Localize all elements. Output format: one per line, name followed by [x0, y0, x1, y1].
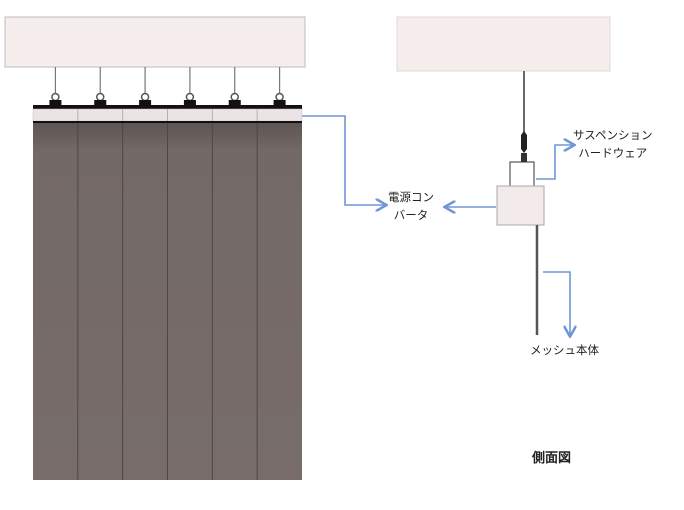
side-view	[396, 16, 611, 335]
eyelet-icon	[140, 92, 150, 102]
bottom-bar	[33, 121, 302, 124]
hook-icon	[521, 131, 527, 153]
hanger-bracket	[49, 100, 62, 106]
label-line: 電源コン	[388, 190, 434, 204]
suspension-arrow	[536, 145, 573, 180]
label-line: サスペンション	[573, 128, 653, 142]
eyelet-icon	[230, 92, 239, 102]
ceiling-mount-side	[396, 16, 611, 72]
top-bar	[33, 105, 302, 109]
eyelet-icon	[275, 92, 284, 102]
eyelet-icon	[96, 92, 105, 102]
eyelet-icon	[185, 92, 195, 102]
suspension-hardware	[509, 161, 535, 187]
mesh-body-label: メッシュ本体	[530, 343, 599, 357]
hanger-bracket	[183, 100, 196, 106]
power-converter-label: 電源コン バータ	[388, 188, 434, 224]
label-line: ハードウェア	[578, 146, 648, 160]
power-converter-box	[496, 185, 545, 226]
eyelet-icon	[51, 92, 60, 102]
front-converter-arrow	[302, 115, 385, 205]
suspension-hardware-label: サスペンション ハードウェア	[573, 126, 652, 162]
hanger-bracket	[139, 100, 152, 106]
hook-clip	[521, 153, 527, 162]
label-line: バータ	[393, 208, 429, 222]
front-view	[4, 16, 306, 480]
hanger-bracket	[228, 100, 241, 106]
side-view-title: 側面図	[532, 451, 572, 466]
hanger-bracket	[273, 100, 286, 106]
mesh-arrow	[543, 271, 570, 335]
ceiling-mount-front	[4, 16, 306, 68]
hanger-bracket	[94, 100, 107, 106]
